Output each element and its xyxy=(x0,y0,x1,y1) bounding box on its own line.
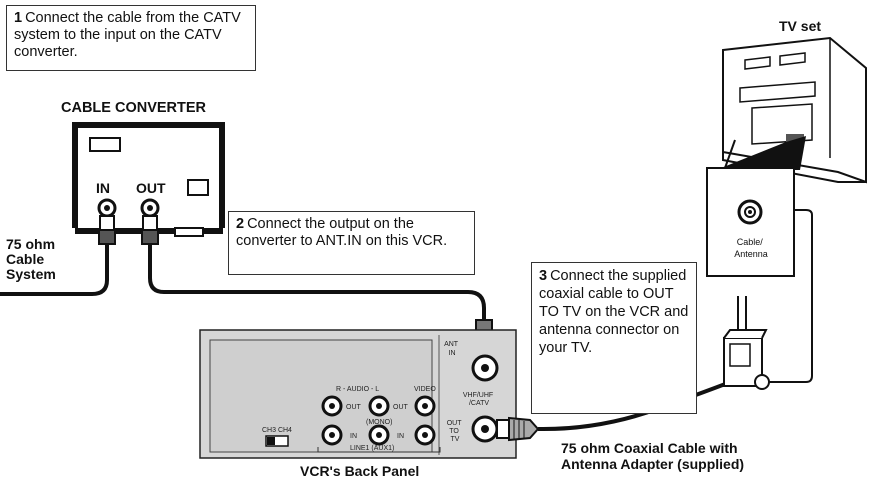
in-right-label: IN xyxy=(397,433,404,440)
vcr-back-panel-label: VCR's Back Panel xyxy=(300,463,420,479)
converter-out-label: OUT xyxy=(136,180,166,196)
video-label: VIDEO xyxy=(414,386,436,393)
ant-in-label: ANT IN xyxy=(444,341,460,357)
cable-antenna-jack xyxy=(737,199,763,225)
cable-antenna-label: Cable/ Antenna xyxy=(734,237,768,259)
tv-set-label: TV set xyxy=(779,18,822,34)
coax-cable-label: 75 ohm Coaxial Cable with Antenna Adapte… xyxy=(561,440,745,472)
mono-label: (MONO) xyxy=(366,419,392,426)
out-right-label: OUT xyxy=(393,404,409,411)
audio-label: R - AUDIO - L xyxy=(336,386,379,393)
step-1-text: Connect the cable from the CATV system t… xyxy=(14,10,241,60)
catv-input-cable xyxy=(0,244,109,296)
tv-set xyxy=(722,36,867,184)
antenna-adapter xyxy=(723,296,770,390)
converter-out-jack xyxy=(140,198,160,245)
step-3-number: 3 xyxy=(539,268,548,284)
ant-in-jack xyxy=(471,354,499,382)
cable-system-label: 75 ohm Cable System xyxy=(6,236,56,282)
step-1-number: 1 xyxy=(14,10,23,26)
step-3-text: Connect the supplied coaxial cable to OU… xyxy=(539,268,689,356)
converter-to-vcr-cable xyxy=(148,244,486,322)
zoom-cone xyxy=(716,136,806,170)
out-to-tv-jack xyxy=(471,415,499,443)
vcr-back-panel xyxy=(199,329,517,459)
adapter-to-tv-lead xyxy=(769,209,813,383)
av-jacks xyxy=(317,395,441,453)
ch3-ch4-label: CH3 CH4 xyxy=(262,427,292,434)
cable-converter-label: CABLE CONVERTER xyxy=(61,100,207,116)
line-aux-label: LINE1 (AUX1) xyxy=(350,445,394,452)
step-2-text: Connect the output on the converter to A… xyxy=(236,216,448,249)
converter-in-label: IN xyxy=(96,180,110,196)
coax-plug-vcr xyxy=(496,416,540,442)
converter-in-jack xyxy=(97,198,117,245)
in-left-label: IN xyxy=(350,433,357,440)
step-2-number: 2 xyxy=(236,216,245,232)
out-to-tv-label: OUT TO TV xyxy=(447,420,464,443)
ch3-ch4-switch xyxy=(265,435,289,447)
out-left-label: OUT xyxy=(346,404,362,411)
vhf-uhf-catv-label: VHF/UHF /CATV xyxy=(463,392,495,407)
